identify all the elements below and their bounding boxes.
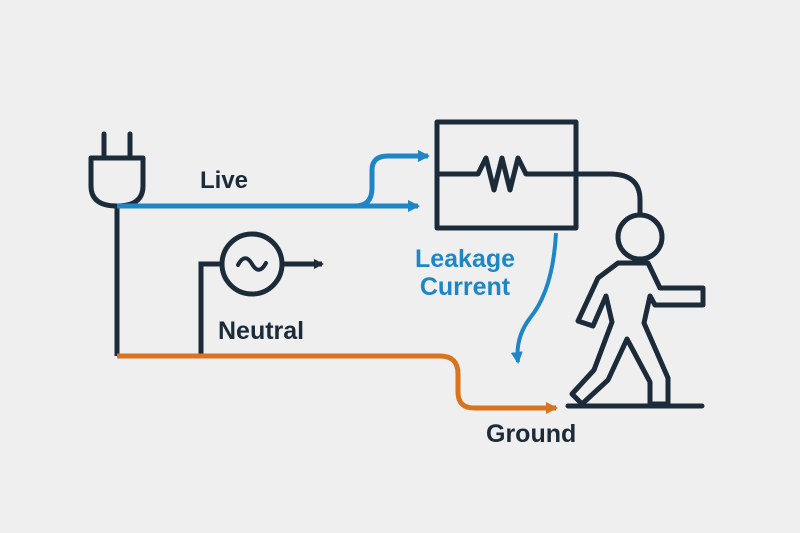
resistor-icon: [434, 155, 579, 193]
leakage-current-label: Leakage Current: [409, 245, 521, 301]
box-to-person-wire: [576, 171, 643, 214]
ac-source-icon: [219, 231, 285, 297]
live-wire-upper-branch: [354, 150, 430, 209]
leakage-current-arrow: [510, 232, 558, 364]
ground-label: Ground: [486, 420, 577, 448]
person-walking-icon: [569, 212, 706, 407]
live-label: Live: [200, 167, 249, 194]
ac-source-lead: [198, 261, 222, 356]
leakage-label-line1: Leakage: [414, 245, 516, 273]
leakage-label-line2: Current: [419, 272, 511, 301]
load-box: [434, 119, 579, 231]
ground-wire: [117, 353, 558, 414]
neutral-label: Neutral: [218, 317, 305, 345]
plug-icon: [88, 131, 146, 209]
